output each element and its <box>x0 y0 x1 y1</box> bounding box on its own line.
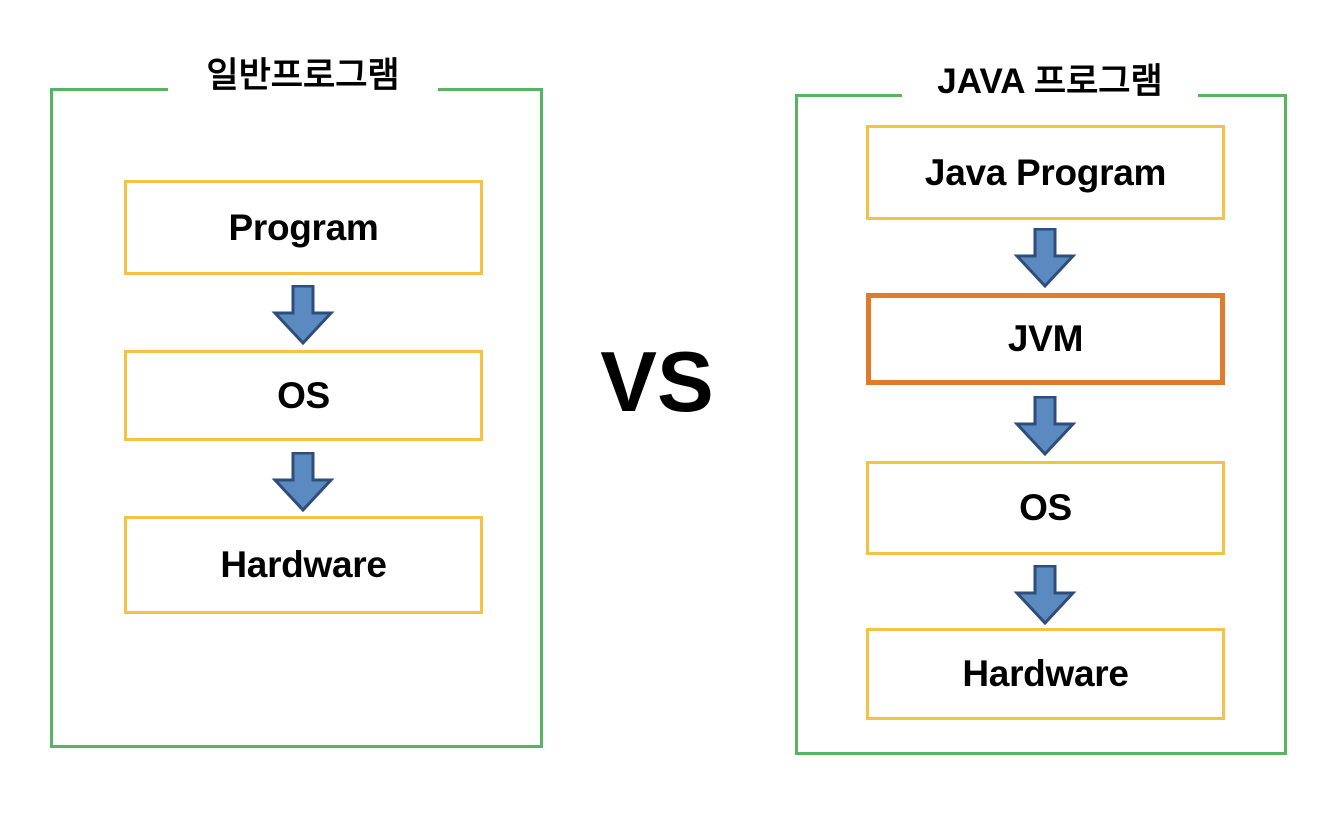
layer-label-os-right: OS <box>1019 487 1072 528</box>
layer-box-java-program: Java Program <box>866 125 1225 220</box>
layer-label-program: Program <box>228 206 379 248</box>
arrow-down-os-to-hardware-right <box>1008 565 1082 625</box>
arrow-down-os-to-hardware-left <box>266 452 340 512</box>
layer-label-hardware-left: Hardware <box>220 544 387 585</box>
layer-box-os-right: OS <box>866 461 1225 555</box>
layer-label-os-left: OS <box>277 374 330 416</box>
layer-box-program: Program <box>124 180 483 275</box>
vs-label: VS <box>600 335 714 430</box>
layer-box-jvm: JVM <box>866 293 1225 385</box>
arrow-down-jvm-to-os <box>1008 396 1082 456</box>
layer-box-os-left: OS <box>124 350 483 441</box>
frame-notch-left <box>168 84 438 93</box>
layer-box-hardware-right: Hardware <box>866 628 1225 720</box>
layer-label-jvm: JVM <box>1007 318 1084 359</box>
panel-caption-java-program: JAVA 프로그램 <box>937 62 1163 101</box>
layer-label-hardware-right: Hardware <box>962 653 1129 694</box>
arrow-down-program-to-os <box>266 285 340 345</box>
frame-notch-right <box>902 90 1198 99</box>
arrow-down-javaprogram-to-jvm <box>1008 228 1082 288</box>
layer-label-java-program: Java Program <box>924 151 1167 193</box>
layer-box-hardware-left: Hardware <box>124 516 483 614</box>
panel-caption-normal-program: 일반프로그램 <box>206 56 400 95</box>
